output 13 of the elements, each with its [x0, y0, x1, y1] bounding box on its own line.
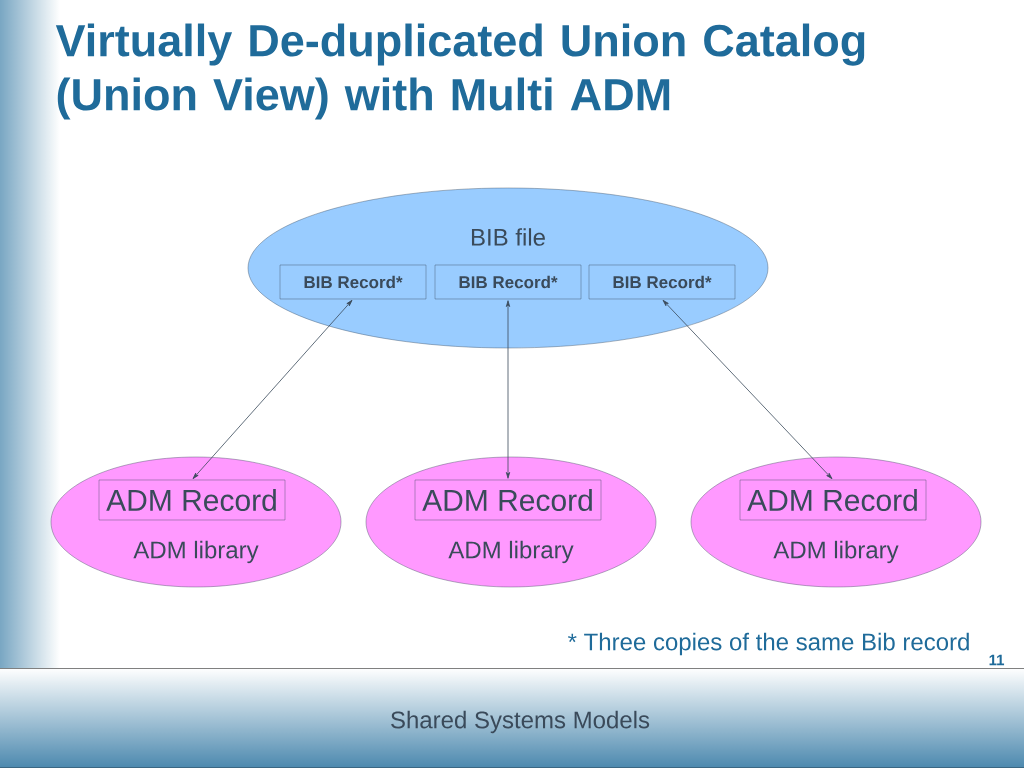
record-box: ADM Record — [739, 479, 927, 521]
footnote: * Three copies of the same Bib record — [568, 632, 969, 656]
arrow — [662, 299, 833, 480]
arrow — [505, 300, 511, 479]
slide-title: Virtually De-duplicated Union Catalog (Union View) with Multi ADM — [55, 23, 865, 120]
record-box: BIB Record* — [588, 264, 736, 300]
record-box: ADM Record — [414, 479, 602, 521]
arrow — [192, 299, 353, 480]
record-box: ADM Record — [98, 479, 286, 521]
footer-text: Shared Systems Models — [391, 710, 650, 734]
record-box: BIB Record* — [279, 264, 427, 300]
record-box: BIB Record* — [434, 264, 582, 300]
page-number: 11 — [989, 654, 1005, 666]
